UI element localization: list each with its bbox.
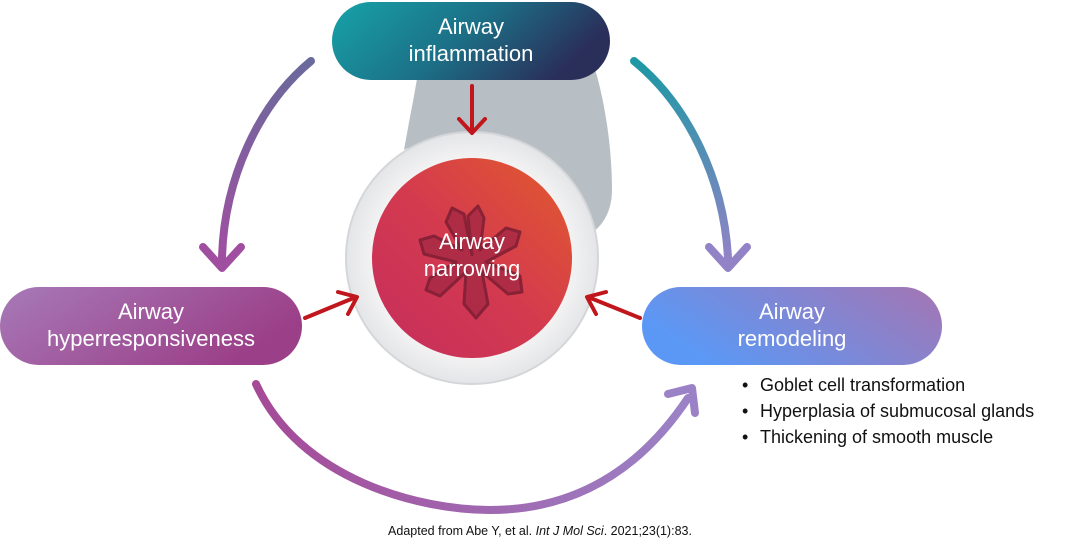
red-arrow-left — [303, 290, 359, 320]
arrowhead-right — [705, 243, 751, 272]
list-item: Hyperplasia of submucosal glands — [742, 398, 1034, 424]
arrowhead-left — [199, 243, 245, 272]
remodeling-label-line1: Airway — [759, 299, 825, 324]
node-airway-remodeling: Airway remodeling — [642, 287, 942, 365]
remodeling-feature-list: Goblet cell transformation Hyperplasia o… — [742, 372, 1034, 450]
citation-caption: Adapted from Abe Y, et al. Int J Mol Sci… — [0, 524, 1080, 538]
node-airway-inflammation: Airway inflammation — [332, 2, 610, 80]
list-item: Thickening of smooth muscle — [742, 424, 1034, 450]
hyperresponsiveness-label-line1: Airway — [118, 299, 184, 324]
narrowing-label-line1: Airway — [439, 229, 505, 254]
narrowed-lumen-star-icon — [418, 204, 524, 320]
red-arrow-right — [585, 290, 642, 320]
list-item: Goblet cell transformation — [742, 372, 1034, 398]
arrowhead-bottom — [664, 384, 699, 417]
red-arrow-top — [457, 84, 487, 135]
arrow-hyperresponsiveness-to-remodeling — [252, 380, 692, 515]
remodeling-label-line2: remodeling — [738, 326, 847, 351]
arrow-inflammation-to-remodeling — [630, 57, 732, 262]
inflammation-label-line2: inflammation — [409, 41, 534, 66]
caption-text: Adapted from Abe Y, et al. — [388, 524, 536, 538]
node-airway-hyperresponsiveness: Airway hyperresponsiveness — [0, 287, 302, 365]
caption-journal: Int J Mol Sci — [535, 524, 604, 538]
hyperresponsiveness-label-line2: hyperresponsiveness — [47, 326, 255, 351]
arrow-inflammation-to-hyperresponsiveness — [218, 57, 315, 262]
caption-details: . 2021;23(1):83. — [603, 524, 692, 538]
narrowing-label-line2: narrowing — [424, 256, 521, 281]
inflammation-label-line1: Airway — [438, 14, 504, 39]
